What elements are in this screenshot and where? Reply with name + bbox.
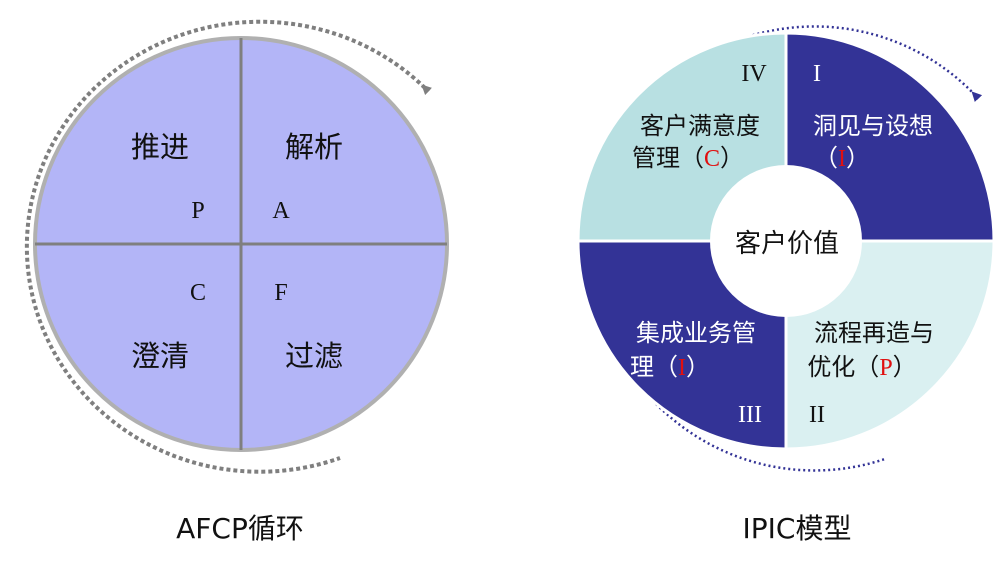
ipic-caption: IPIC模型 bbox=[743, 512, 852, 545]
ipic-quadrant-tr-close-paren: ） bbox=[846, 144, 870, 172]
afcp-quadrant-bl-name: 澄清 bbox=[131, 339, 189, 373]
afcp-quadrant-br-name: 过滤 bbox=[285, 339, 343, 373]
ipic-quadrant-br-close-paren: ） bbox=[893, 353, 917, 381]
ipic-quadrant-br-code: P bbox=[879, 355, 892, 381]
ipic-quadrant-tl-line1: 客户满意度 bbox=[640, 112, 760, 140]
ipic-model: 客户价值 I 洞见与设想 （I） IV 客户满意度 管理（C） 集成业务管 理（… bbox=[576, 25, 995, 545]
afcp-cycle: 推进 P 解析 A C 澄清 F 过滤 AFCP循环 bbox=[24, 19, 449, 545]
afcp-quadrant-tl-name: 推进 bbox=[131, 130, 189, 164]
ipic-quadrant-bl-line1: 集成业务管 bbox=[636, 319, 756, 347]
ipic-quadrant-br-line1: 流程再造与 bbox=[814, 319, 934, 347]
ipic-quadrant-tr-code: I bbox=[838, 146, 846, 172]
ipic-quadrant-tl-numeral: IV bbox=[741, 61, 767, 87]
ipic-quadrant-br-line2: 优化（P） bbox=[807, 353, 916, 381]
ipic-quadrant-tl-line2: 管理（C） bbox=[632, 144, 744, 172]
afcp-cycle-dotted-arrow bbox=[24, 19, 433, 474]
afcp-caption: AFCP循环 bbox=[176, 512, 304, 545]
ipic-quadrant-bl-close-paren: ） bbox=[686, 353, 710, 381]
ipic-center-label: 客户价值 bbox=[735, 229, 839, 259]
ipic-quadrant-tr-line1: 洞见与设想 bbox=[813, 112, 933, 140]
ipic-quadrant-tr-line2: （I） bbox=[814, 144, 870, 172]
ipic-quadrant-bl-numeral: III bbox=[738, 402, 762, 428]
ipic-quadrant-br-prefix: 优化（ bbox=[807, 353, 879, 381]
ipic-quadrant-bl-code: I bbox=[678, 355, 686, 381]
ipic-quadrant-tl-close-paren: ） bbox=[720, 144, 744, 172]
afcp-quadrant-tr-name: 解析 bbox=[285, 130, 343, 164]
ipic-quadrant-tl-code: C bbox=[704, 146, 720, 172]
afcp-quadrant-tr-letter: A bbox=[272, 198, 290, 224]
ipic-center-circle bbox=[710, 165, 862, 317]
ipic-quadrant-bl-prefix: 理（ bbox=[630, 353, 678, 381]
afcp-quadrant-br-letter: F bbox=[274, 280, 287, 306]
afcp-quadrant-bl-letter: C bbox=[190, 280, 206, 306]
ipic-quadrant-tr-open-paren: （ bbox=[814, 144, 838, 172]
ipic-quadrant-tl-prefix: 管理（ bbox=[632, 144, 704, 172]
ipic-quadrant-tr-numeral: I bbox=[813, 61, 821, 87]
ipic-quadrant-br-numeral: II bbox=[809, 402, 825, 428]
afcp-quadrant-tl-letter: P bbox=[191, 198, 204, 224]
ipic-quadrant-bl-line2: 理（I） bbox=[630, 353, 710, 381]
